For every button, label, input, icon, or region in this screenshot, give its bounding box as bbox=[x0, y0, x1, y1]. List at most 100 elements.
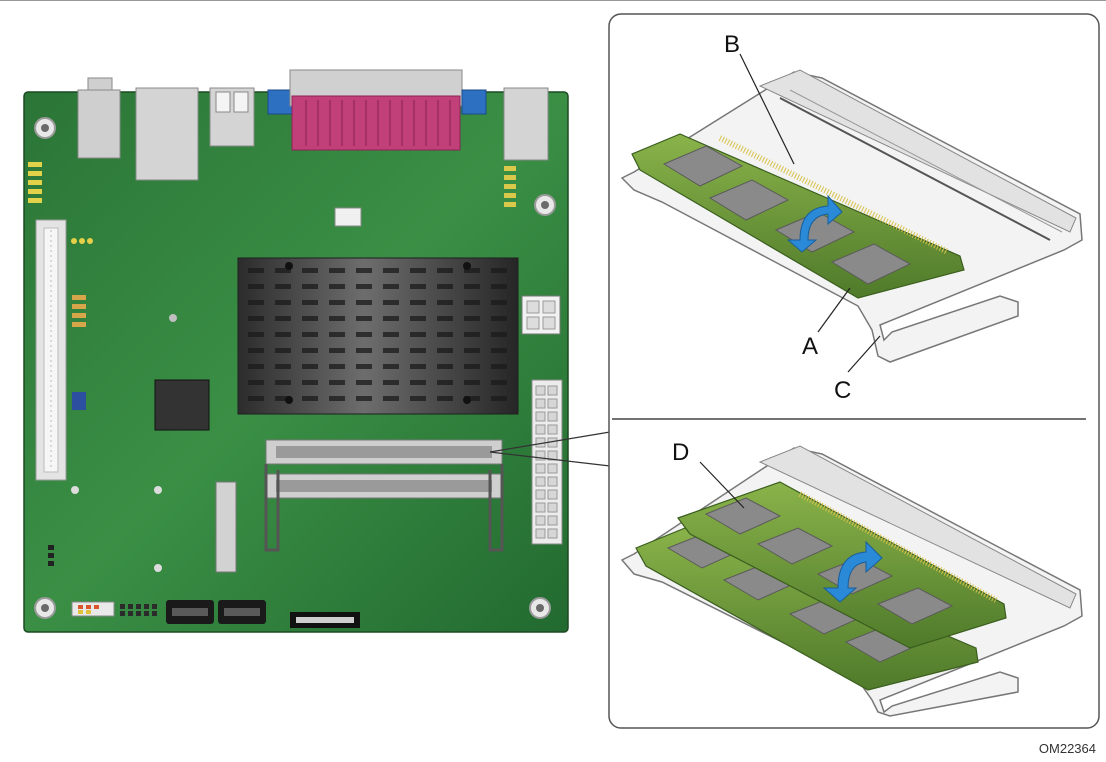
vga-port-right bbox=[461, 89, 487, 115]
power-pin bbox=[535, 502, 546, 513]
heatsink-fin bbox=[329, 284, 345, 289]
power-pin bbox=[535, 489, 546, 500]
heatsink-fin bbox=[275, 332, 291, 337]
front-panel-header bbox=[71, 601, 115, 617]
heatsink-fin bbox=[383, 316, 399, 321]
power-pin bbox=[547, 489, 558, 500]
power-pin bbox=[547, 515, 558, 526]
heatsink-fin bbox=[275, 396, 291, 401]
memory-chip bbox=[704, 497, 782, 535]
heatsink-fin bbox=[275, 300, 291, 305]
chipset bbox=[154, 379, 210, 431]
heatsink-fin bbox=[302, 316, 318, 321]
power-pin bbox=[535, 515, 546, 526]
memory-chip bbox=[876, 587, 954, 625]
heatsink-fin bbox=[248, 284, 264, 289]
heatsink-fin bbox=[248, 268, 264, 273]
memory-chip bbox=[662, 145, 744, 187]
heatsink-fin bbox=[248, 396, 264, 401]
pci-slot bbox=[35, 219, 67, 481]
heatsink-fin bbox=[302, 396, 318, 401]
heatsink-fin bbox=[491, 348, 507, 353]
heatsink-fin bbox=[383, 396, 399, 401]
figure-id: OM22364 bbox=[1038, 741, 1096, 756]
heatsink-fin bbox=[329, 396, 345, 401]
heatsink-fin bbox=[329, 332, 345, 337]
callout-a: A bbox=[802, 333, 818, 360]
heatsink-fin bbox=[437, 396, 453, 401]
heatsink-fin bbox=[383, 380, 399, 385]
curved-arrow-icon bbox=[786, 194, 843, 253]
rear-io-panel bbox=[77, 69, 549, 181]
power-pin bbox=[547, 502, 558, 513]
heatsink-fin bbox=[464, 364, 480, 369]
heatsink-fin bbox=[464, 316, 480, 321]
callout-b: B bbox=[724, 31, 740, 58]
detail-panel: B A C D bbox=[608, 13, 1100, 729]
heatsink-fin bbox=[356, 380, 372, 385]
heatsink-fin bbox=[275, 380, 291, 385]
heatsink-fin bbox=[437, 332, 453, 337]
power-pin bbox=[547, 385, 558, 396]
power-pin bbox=[535, 411, 546, 422]
power-pin bbox=[547, 398, 558, 409]
heatsink-fin bbox=[410, 284, 426, 289]
heatsink-fin bbox=[275, 284, 291, 289]
heatsink-fin bbox=[464, 284, 480, 289]
heatsink-fin bbox=[410, 332, 426, 337]
heatsink-fin bbox=[437, 284, 453, 289]
top-border-line bbox=[0, 0, 1106, 1]
heatsink-fin bbox=[464, 332, 480, 337]
bios-chip bbox=[72, 392, 86, 410]
heatsink-fin bbox=[383, 348, 399, 353]
heatsink-fin bbox=[437, 300, 453, 305]
motherboard bbox=[23, 69, 611, 633]
heatsink-fin bbox=[275, 348, 291, 353]
heatsink-fin bbox=[302, 332, 318, 337]
heatsink-fin bbox=[491, 316, 507, 321]
power-pin bbox=[535, 450, 546, 461]
power-pin bbox=[547, 411, 558, 422]
front-panel-leds bbox=[28, 162, 42, 203]
heatsink-fin bbox=[248, 364, 264, 369]
callout-c: C bbox=[834, 377, 851, 404]
callout-leader-lower bbox=[489, 451, 611, 467]
heatsink-fin bbox=[437, 316, 453, 321]
step-insert-module: B A C bbox=[620, 31, 1083, 404]
heatsink-fin bbox=[410, 396, 426, 401]
heatsink-fin bbox=[383, 300, 399, 305]
heatsink-fin bbox=[491, 268, 507, 273]
usb-header bbox=[120, 604, 157, 616]
heatsink-fin bbox=[464, 348, 480, 353]
heatsink-fin bbox=[356, 364, 372, 369]
heatsink-fin bbox=[383, 268, 399, 273]
heatsink-fin bbox=[302, 300, 318, 305]
heatsink-fin bbox=[491, 332, 507, 337]
heatsink-fin bbox=[491, 300, 507, 305]
heatsink-fin bbox=[464, 268, 480, 273]
callout-leader-upper bbox=[489, 431, 611, 453]
mini-pcie-slot bbox=[215, 481, 237, 573]
heatsink-fin bbox=[491, 364, 507, 369]
heatsink-fin bbox=[356, 396, 372, 401]
heatsink-fin bbox=[275, 364, 291, 369]
heatsink-fin bbox=[248, 380, 264, 385]
heatsink-fin bbox=[302, 268, 318, 273]
heatsink-fin bbox=[437, 364, 453, 369]
heatsink-fin bbox=[329, 348, 345, 353]
heatsink-fin bbox=[302, 284, 318, 289]
memory-chip bbox=[756, 527, 834, 565]
heatsink-fin bbox=[356, 284, 372, 289]
heatsink-fin bbox=[302, 380, 318, 385]
heatsink-fin bbox=[356, 268, 372, 273]
heatsink-fin bbox=[356, 348, 372, 353]
heatsink-fin bbox=[410, 364, 426, 369]
heatsink-fin bbox=[410, 380, 426, 385]
heatsink-fin bbox=[356, 300, 372, 305]
heatsink-fin bbox=[464, 396, 480, 401]
heatsink-fin bbox=[275, 268, 291, 273]
memory-chip bbox=[708, 179, 790, 221]
power-pin bbox=[535, 476, 546, 487]
power-pin bbox=[535, 463, 546, 474]
heatsink-fin bbox=[275, 316, 291, 321]
